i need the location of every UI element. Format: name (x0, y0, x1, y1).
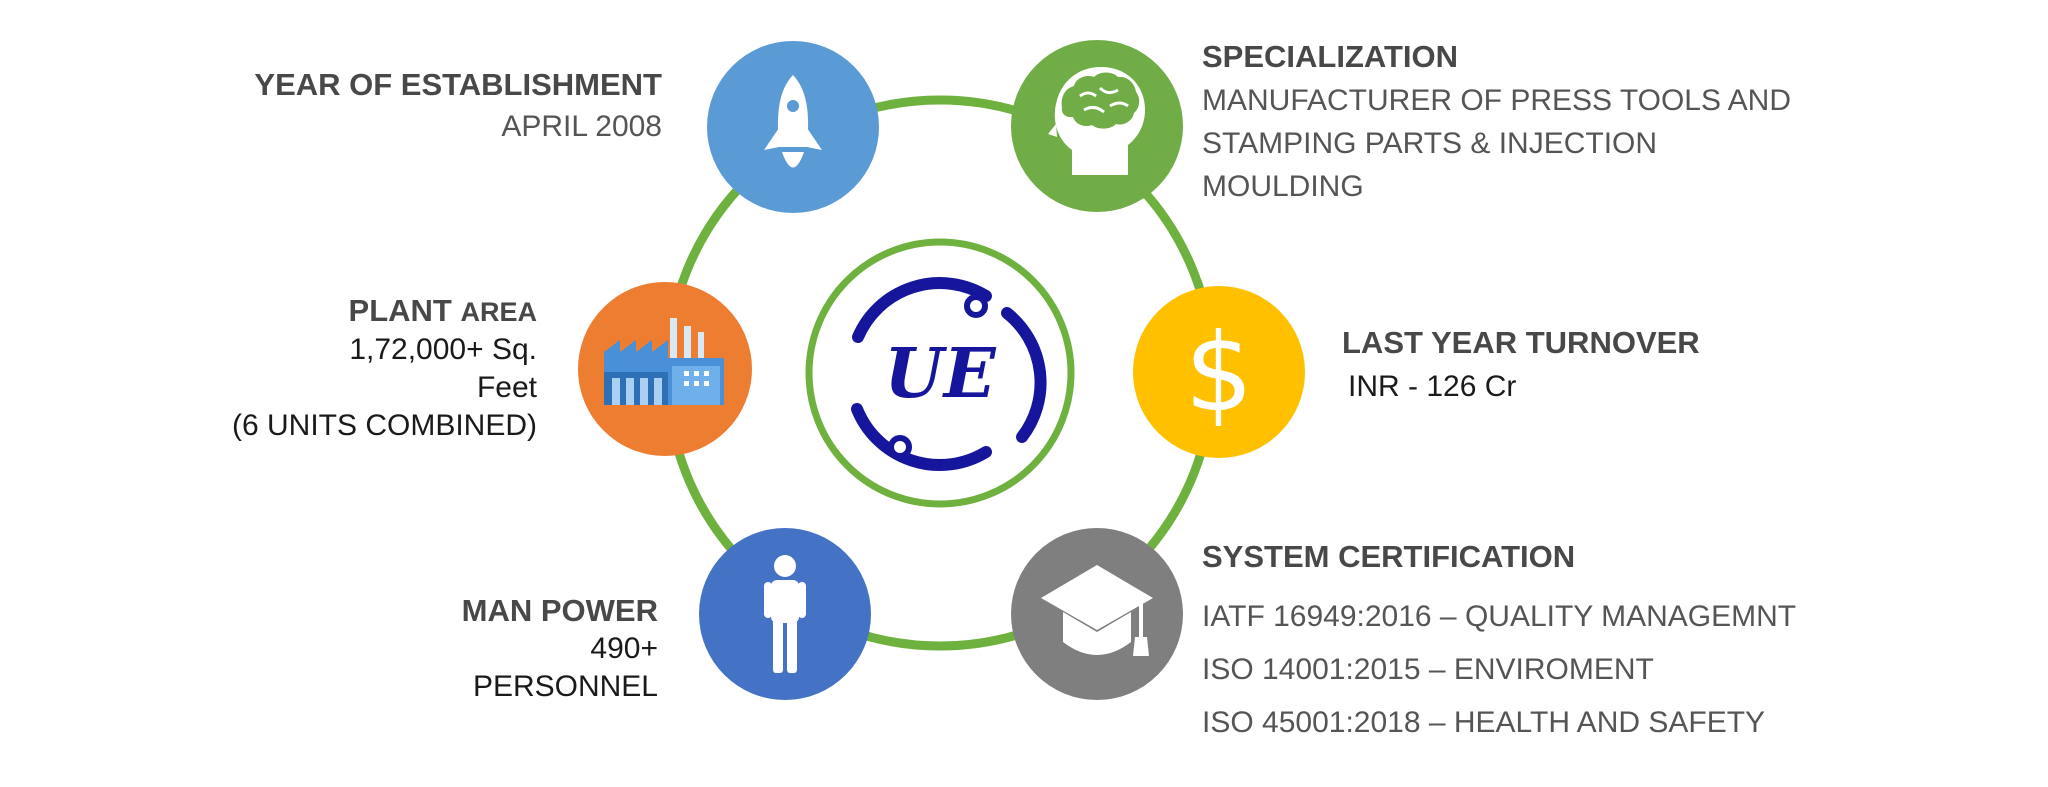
person-icon (764, 555, 806, 673)
specialization-line-3: MOULDING (1202, 170, 1364, 203)
specialization-node (1011, 40, 1183, 212)
specialization-title: SPECIALIZATION (1202, 39, 1459, 74)
dollar-icon: $ (1185, 311, 1254, 436)
specialization-text: SPECIALIZATION MANUFACTURER OF PRESS TOO… (1202, 38, 1822, 208)
man-power-line-2: PERSONNEL (472, 670, 658, 703)
plant-area-line-3: (6 UNITS COMBINED) (231, 409, 537, 442)
factory-icon (604, 318, 724, 405)
establishment-title: YEAR OF ESTABLISHMENT (254, 67, 662, 102)
specialization-line-1: MANUFACTURER OF PRESS TOOLS AND (1202, 84, 1791, 117)
plant-area-title-suffix: AREA (460, 297, 537, 327)
certification-line-1: IATF 16949:2016 – QUALITY MANAGEMNT (1202, 600, 1797, 633)
establishment-value: APRIL 2008 (501, 110, 662, 143)
establishment-node (707, 41, 879, 213)
certification-node (1011, 528, 1183, 700)
plant-area-line-2: Feet (476, 371, 537, 404)
plant-area-title: PLANT AREA (180, 292, 537, 331)
turnover-node: $ (1133, 286, 1305, 458)
plant-area-text: PLANT AREA 1,72,000+ Sq. Feet (6 UNITS C… (180, 292, 537, 445)
turnover-title: LAST YEAR TURNOVER (1342, 325, 1700, 360)
graduation-cap-icon (1041, 565, 1153, 656)
brain-head-icon (1048, 66, 1145, 175)
man-power-node (699, 528, 871, 700)
certification-line-3: ISO 45001:2018 – HEALTH AND SAFETY (1202, 706, 1766, 739)
establishment-text: YEAR OF ESTABLISHMENT APRIL 2008 (230, 66, 662, 146)
certification-text: SYSTEM CERTIFICATION IATF 16949:2016 – Q… (1202, 538, 1882, 749)
turnover-value: INR - 126 Cr (1348, 370, 1517, 403)
logo-text: UE (884, 334, 996, 414)
man-power-title: MAN POWER (461, 593, 658, 628)
man-power-line-1: 490+ (590, 632, 658, 665)
turnover-text: LAST YEAR TURNOVER INR - 126 Cr (1342, 324, 1762, 406)
plant-area-title-main: PLANT (348, 293, 452, 328)
center-logo: UE (805, 238, 1075, 508)
rocket-icon (764, 75, 822, 168)
plant-area-line-1: 1,72,000+ Sq. (349, 333, 537, 366)
specialization-line-2: STAMPING PARTS & INJECTION (1202, 127, 1658, 160)
certification-line-2: ISO 14001:2015 – ENVIROMENT (1202, 653, 1654, 686)
certification-title: SYSTEM CERTIFICATION (1202, 539, 1576, 574)
man-power-text: MAN POWER 490+ PERSONNEL (380, 592, 658, 706)
plant-area-node (578, 282, 752, 456)
